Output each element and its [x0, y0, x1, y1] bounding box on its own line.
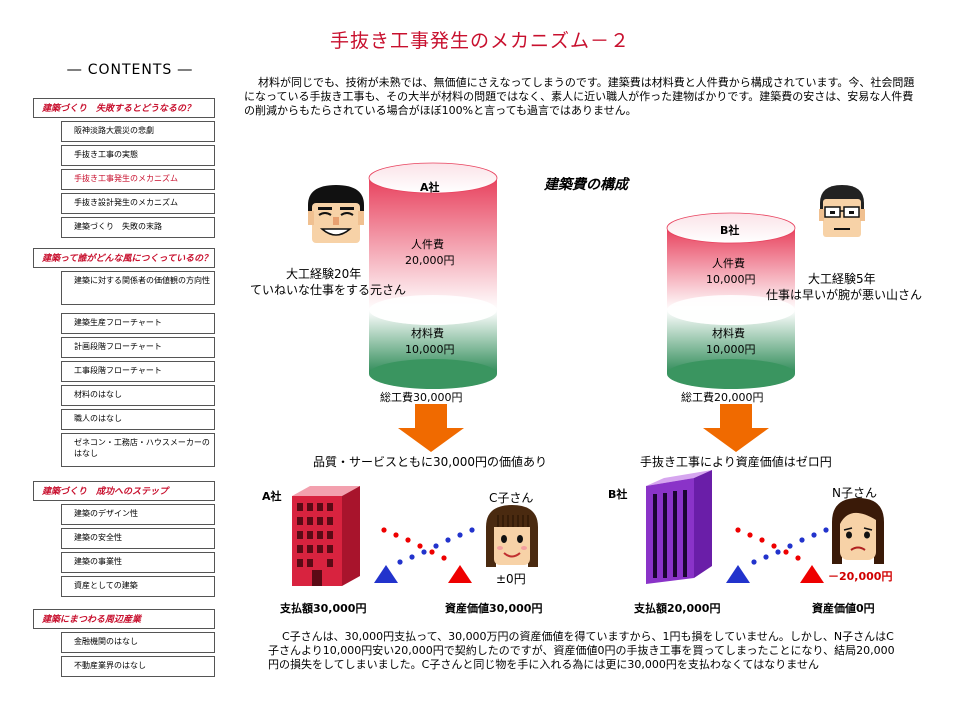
quality-note-b: 手抜き工事により資産価値はゼロ円 [640, 455, 832, 469]
sidebar-item-earthquake[interactable]: 阪神淡路大震災の悲劇 [61, 121, 215, 142]
cylinder-a-name: A社 [420, 181, 440, 194]
cylinder-company-a [368, 162, 498, 389]
paid-amount-a: 支払額30,000円 [280, 602, 367, 615]
worker-b-face-icon [819, 185, 865, 237]
building-b-icon [646, 470, 712, 584]
sidebar-item-contractors[interactable]: ゼネコン・工務店・ハウスメーカーのはなし [61, 433, 215, 467]
arrow-down-b [703, 404, 769, 452]
asset-value-b: 資産価値0円 [812, 602, 875, 615]
sidebar-section-peripheral[interactable]: 建築にまつわる周辺産業 [33, 609, 215, 629]
asset-value-a: 資産価値30,000円 [445, 602, 543, 615]
sidebar-item-finance[interactable]: 金融機関のはなし [61, 632, 215, 653]
cylinder-b-material-label: 材料費 [712, 327, 745, 340]
sidebar-section-failure[interactable]: 建築づくり 失敗するとどうなるの？ [33, 98, 215, 118]
sidebar-item-shoddy-reality[interactable]: 手抜き工事の実態 [61, 145, 215, 166]
cylinder-b-labor-value: 10,000円 [706, 273, 756, 286]
cylinder-a-material-label: 材料費 [411, 327, 444, 340]
cylinder-company-b [666, 212, 796, 389]
customer-n-name: N子さん [832, 486, 877, 500]
cylinder-a-labor-value: 20,000円 [405, 254, 455, 267]
customer-c-name: C子さん [489, 491, 534, 505]
cylinder-a-material-value: 10,000円 [405, 343, 455, 356]
sidebar-item-asset[interactable]: 資産としての建築 [61, 576, 215, 597]
cylinder-a-labor-label: 人件費 [411, 238, 444, 251]
building-b-label: B社 [608, 488, 628, 501]
sidebar-item-planning-flow[interactable]: 計画段階フローチャート [61, 337, 215, 358]
worker-a-experience: 大工経験20年 [286, 267, 362, 281]
flow-dots-b [726, 527, 829, 583]
page-title: 手抜き工事発生のメカニズム－２ [329, 30, 630, 52]
cylinder-b-name: B社 [720, 224, 740, 237]
sidebar-item-design[interactable]: 建築のデザイン性 [61, 504, 215, 525]
triangle-red-a [448, 565, 472, 583]
sidebar-item-shoddy-mechanism[interactable]: 手抜き工事発生のメカニズム [61, 169, 215, 190]
sidebar-item-craftsmen[interactable]: 職人のはなし [61, 409, 215, 430]
worker-a-description: ていねいな仕事をする元さん [250, 283, 407, 297]
triangle-red-b [800, 565, 824, 583]
sidebar-item-values[interactable]: 建築に対する関係者の価値観の方向性 [61, 271, 215, 305]
customer-c-face-icon [486, 505, 538, 567]
triangle-blue-b [726, 565, 750, 583]
sidebar-item-construction-flow[interactable]: 工事段階フローチャート [61, 361, 215, 382]
worker-b-description: 仕事は早いが腕が悪い山さん [766, 288, 923, 302]
arrow-down-a [398, 404, 464, 452]
total-cost-b: 総工費20,000円 [681, 391, 764, 404]
building-a-label: A社 [262, 490, 282, 503]
total-cost-a: 総工費30,000円 [380, 391, 463, 404]
cost-structure-heading: 建築費の構成 [544, 177, 628, 193]
paid-amount-b: 支払額20,000円 [634, 602, 721, 615]
balance-c: ±0円 [496, 572, 526, 586]
building-a-icon [292, 486, 360, 586]
sidebar-item-realestate[interactable]: 不動産業界のはなし [61, 656, 215, 677]
balance-n: －20,000円 [828, 570, 893, 583]
sidebar-section-who-builds[interactable]: 建築って誰がどんな風につくっているの？ [33, 248, 215, 268]
triangle-blue-a [374, 565, 398, 583]
flow-dots-a [374, 527, 475, 583]
quality-note-a: 品質・サービスともに30,000円の価値あり [313, 455, 547, 469]
sidebar-item-business[interactable]: 建築の事業性 [61, 552, 215, 573]
sidebar-item-safety[interactable]: 建築の安全性 [61, 528, 215, 549]
sidebar-section-success[interactable]: 建築づくり 成功へのステップ [33, 481, 215, 501]
cylinder-b-material-value: 10,000円 [706, 343, 756, 356]
sidebar-item-failure-end[interactable]: 建築づくり 失敗の末路 [61, 217, 215, 238]
worker-a-face-icon [308, 185, 364, 243]
conclusion-paragraph: C子さんは、30,000円支払って、30,000万円の資産価値を得ていますから、… [268, 630, 895, 671]
cylinder-b-labor-label: 人件費 [712, 257, 745, 270]
sidebar-item-production-flow[interactable]: 建築生産フローチャート [61, 313, 215, 334]
sidebar-item-design-mechanism[interactable]: 手抜き設計発生のメカニズム [61, 193, 215, 214]
worker-b-experience: 大工経験5年 [808, 272, 876, 286]
contents-heading: ― CONTENTS ― [67, 62, 193, 78]
intro-paragraph: 材料が同じでも、技術が未熟では、無価値にさえなってしまうのです。建築費は材料費と… [244, 76, 915, 117]
sidebar-item-materials[interactable]: 材料のはなし [61, 385, 215, 406]
customer-n-face-icon [832, 498, 884, 564]
